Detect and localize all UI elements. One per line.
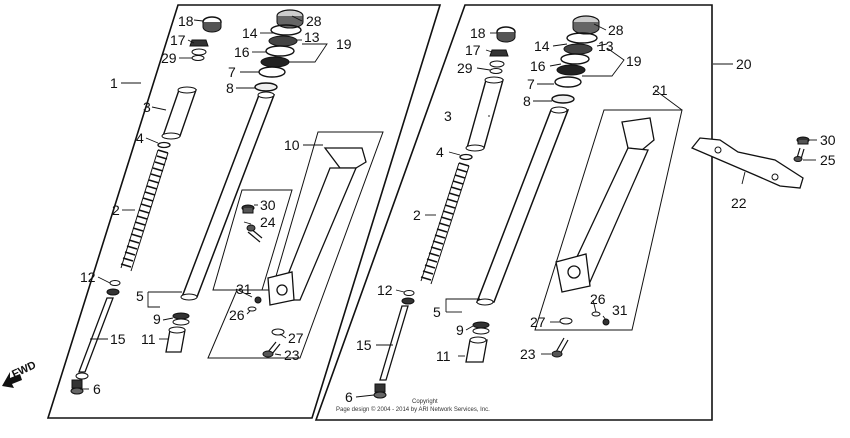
left-bolt-17 [189, 39, 209, 47]
label-30: 30 [260, 197, 276, 213]
right-bolt-23 [555, 337, 569, 355]
label-28: 28 [608, 22, 624, 38]
label-9: 9 [153, 311, 161, 327]
right-washer [459, 153, 473, 161]
left-top-stack [254, 9, 304, 92]
right-labels: 18 28 14 13 17 16 19 29 7 20 8 21 3 30 2… [345, 22, 836, 405]
label-15: 15 [110, 331, 126, 347]
label-19: 19 [626, 53, 642, 69]
label-18: 18 [178, 13, 194, 29]
left-washer [157, 141, 171, 149]
label-8: 8 [523, 93, 531, 109]
label-15: 15 [356, 337, 372, 353]
copyright-line-2: Page design © 2004 - 2014 by ARI Network… [336, 406, 490, 413]
label-9: 9 [456, 322, 464, 338]
label-14: 14 [242, 25, 258, 41]
left-seal [172, 312, 190, 320]
label-11: 11 [141, 331, 156, 347]
right-outer-tube-frame [534, 109, 683, 331]
label-18: 18 [470, 25, 486, 41]
label-28: 28 [306, 13, 322, 29]
fwd-arrow-icon [2, 372, 22, 388]
label-12: 12 [377, 282, 393, 298]
right-rod-piece [374, 383, 386, 393]
label-4: 4 [136, 130, 144, 146]
label-23: 23 [284, 347, 300, 363]
label-24: 24 [260, 214, 276, 230]
right-outer-leg [555, 117, 655, 293]
label-27: 27 [288, 330, 304, 346]
label-2: 2 [112, 202, 120, 218]
label-5: 5 [433, 304, 441, 320]
label-13: 13 [598, 38, 614, 54]
label-21: 21 [652, 82, 668, 98]
label-14: 14 [534, 38, 550, 54]
label-8: 8 [226, 80, 234, 96]
label-7: 7 [527, 76, 535, 92]
label-13: 13 [304, 29, 320, 45]
label-19: 19 [336, 36, 352, 52]
label-29: 29 [457, 60, 473, 76]
label-12: 12 [80, 269, 96, 285]
label-23: 23 [520, 346, 536, 362]
left-assembly-frame [46, 4, 442, 419]
left-fork-tube [180, 94, 276, 298]
left-spring [120, 149, 169, 272]
right-spring [420, 162, 470, 285]
label-2: 2 [413, 207, 421, 223]
label-6: 6 [93, 381, 101, 397]
label-26: 26 [229, 307, 245, 323]
left-inner-tube [162, 89, 197, 137]
label-26: 26 [590, 291, 606, 307]
label-4: 4 [436, 144, 444, 160]
copyright-line-1: Copyright [412, 399, 438, 405]
label-16: 16 [530, 58, 546, 74]
fwd-indicator: FWD [2, 359, 38, 388]
left-outer-leg [267, 147, 367, 306]
leader-lines [80, 15, 817, 398]
label-3: 3 [444, 108, 452, 124]
label-11: 11 [436, 348, 451, 364]
label-17: 17 [170, 32, 186, 48]
right-damper-rod [379, 305, 409, 381]
left-labels: 18 28 14 13 17 16 19 29 7 1 8 3 10 4 30 … [80, 13, 352, 397]
label-30: 30 [820, 132, 836, 148]
left-bolt-subframe [212, 189, 293, 291]
label-7: 7 [228, 64, 236, 80]
label-27: 27 [530, 314, 546, 330]
label-6: 6 [345, 389, 353, 405]
label-5: 5 [136, 288, 144, 304]
left-damper-rod [78, 297, 114, 373]
right-inner-tube [466, 79, 504, 149]
fork-bracket [690, 137, 804, 189]
right-top-stack [551, 15, 600, 104]
right-bolt-17 [489, 49, 509, 57]
label-29: 29 [161, 50, 177, 66]
left-rod-piece [71, 379, 83, 389]
right-seal [472, 321, 490, 329]
label-1: 1 [110, 75, 118, 91]
right-fork-tube [475, 109, 570, 303]
fwd-label: FWD [10, 359, 38, 380]
label-17: 17 [465, 42, 481, 58]
label-31: 31 [236, 281, 252, 297]
label-25: 25 [820, 152, 836, 168]
right-assembly-frame [314, 4, 713, 421]
label-3: 3 [143, 99, 151, 115]
label-22: 22 [731, 195, 747, 211]
label-20: 20 [736, 56, 752, 72]
label-10: 10 [284, 137, 300, 153]
label-31: 31 [612, 302, 628, 318]
label-16: 16 [234, 44, 250, 60]
left-bolt-23 [267, 341, 281, 355]
